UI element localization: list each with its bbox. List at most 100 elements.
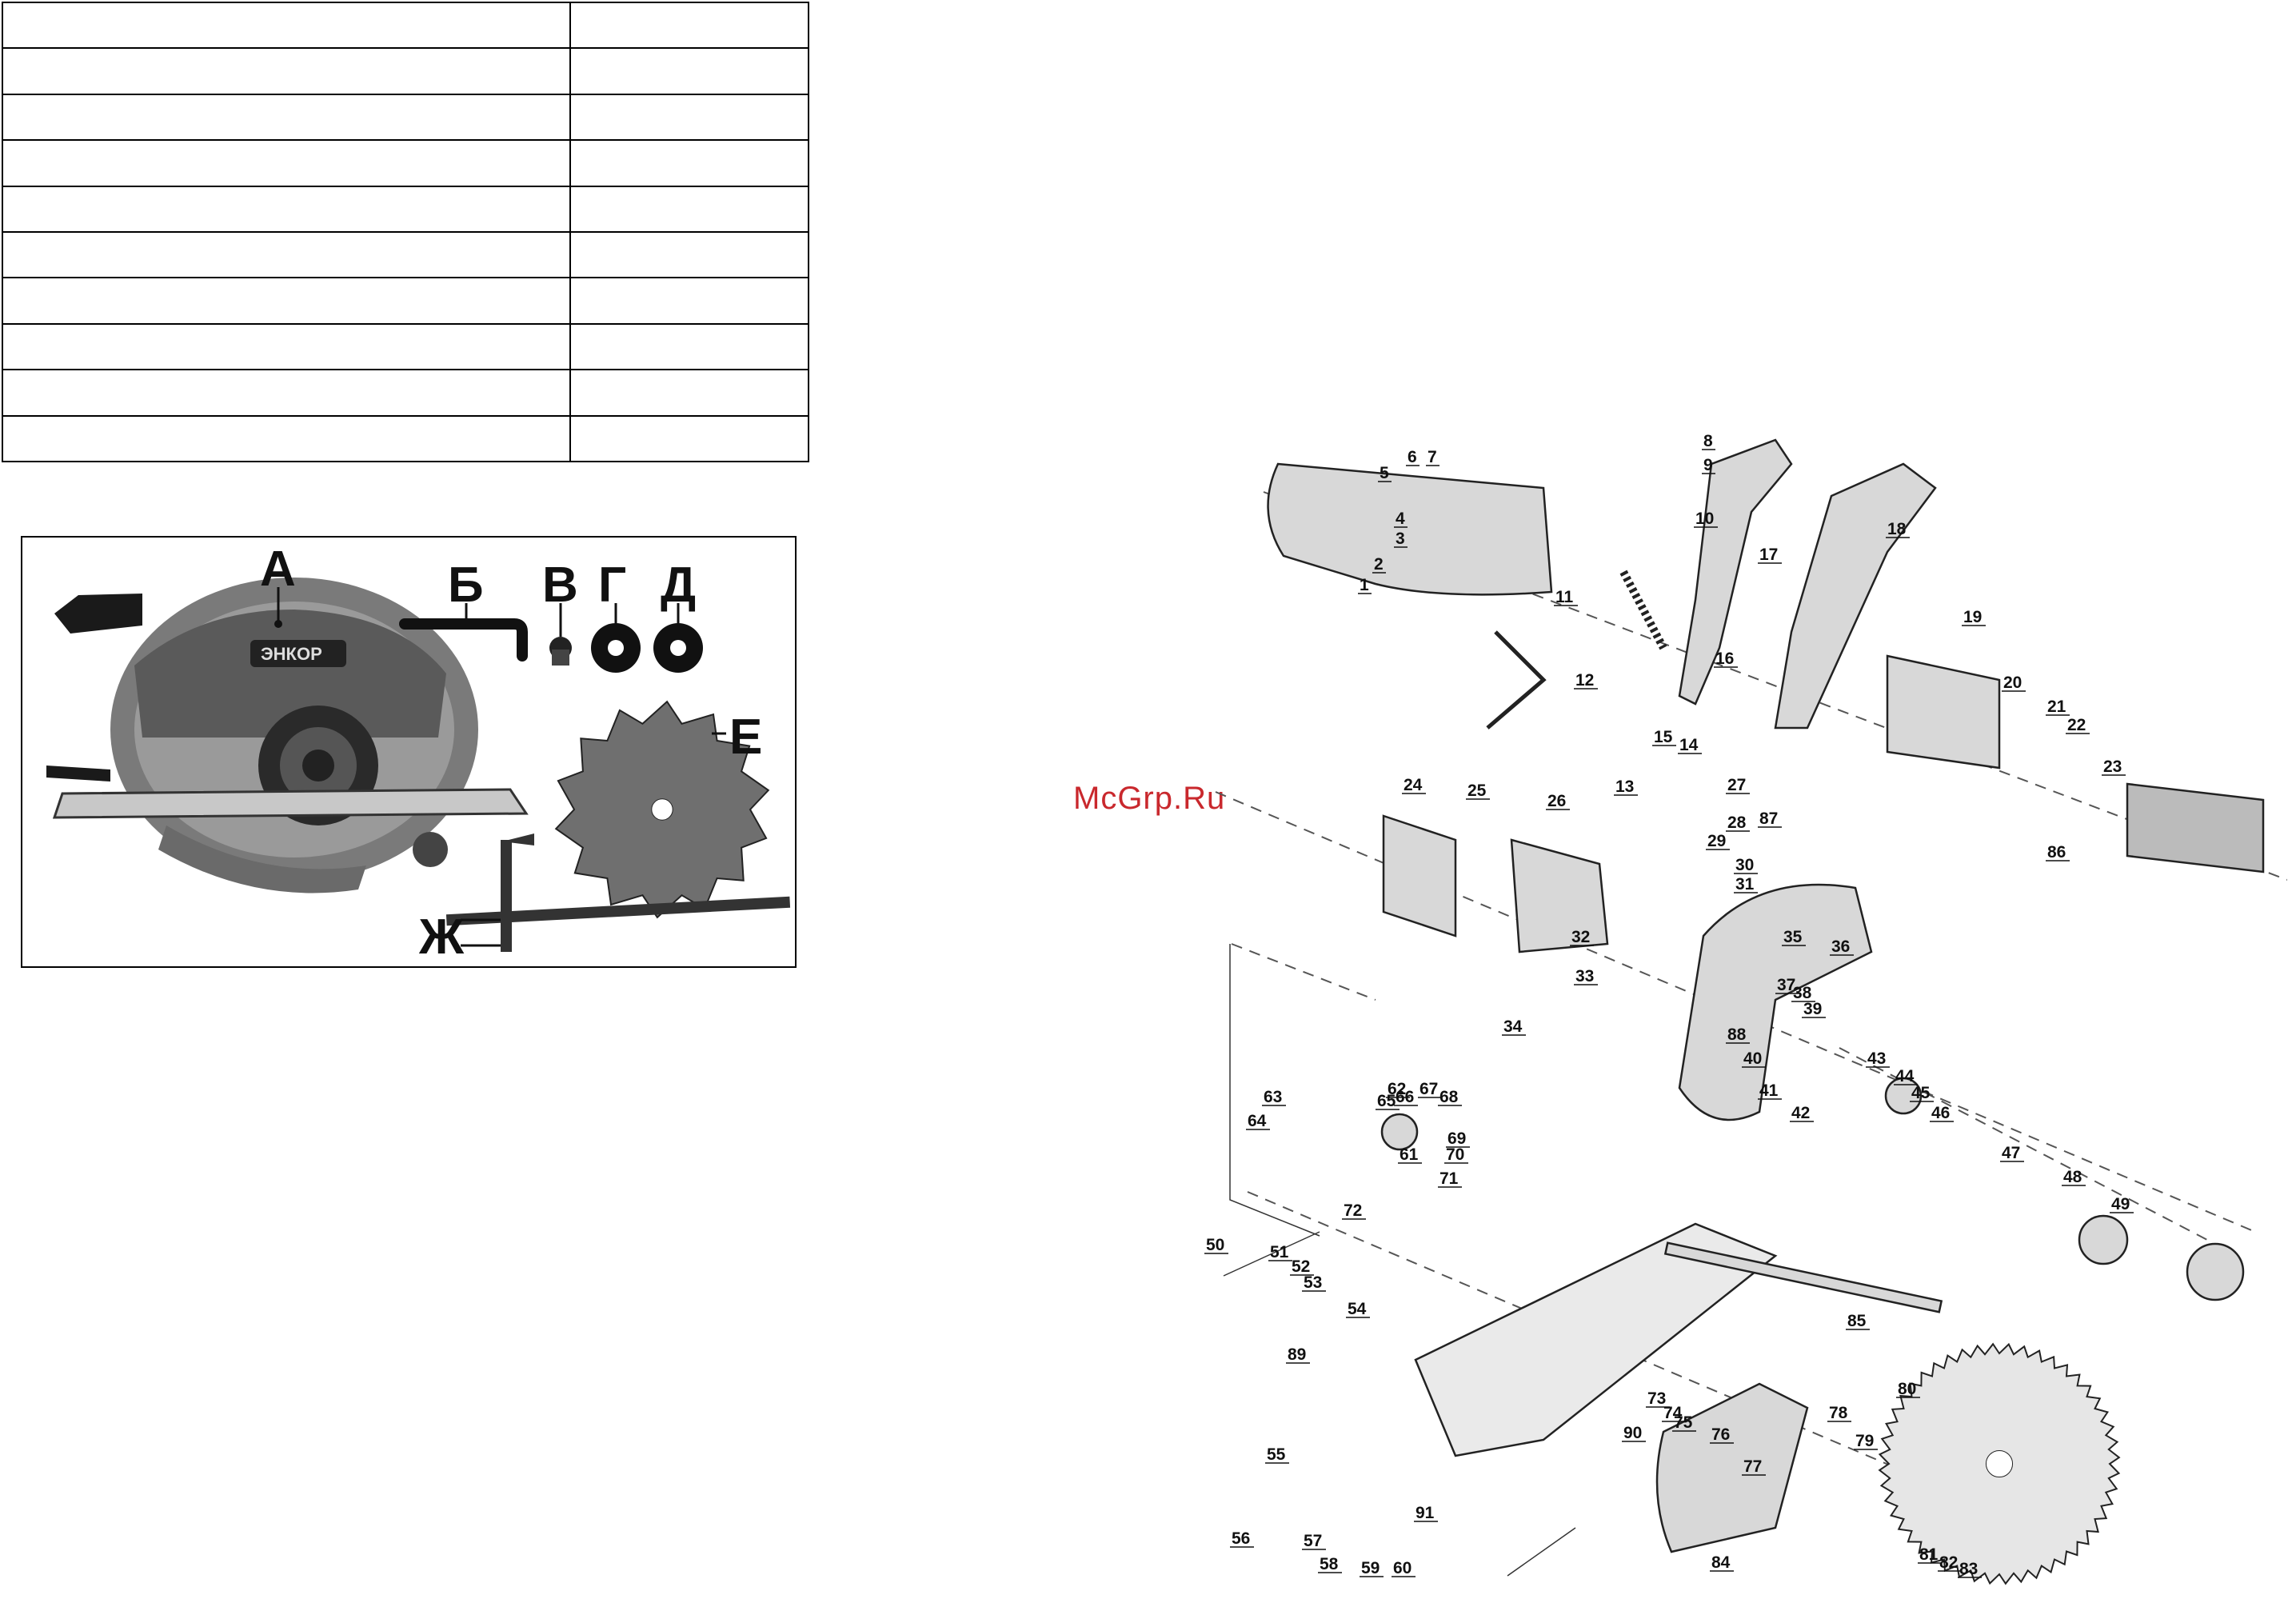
spec-value-cell xyxy=(569,1,809,50)
part-number-label: 12 xyxy=(1575,671,1594,690)
spec-table xyxy=(2,1,809,463)
part-number-label: 30 xyxy=(1735,856,1754,874)
part-number-label: 27 xyxy=(1727,776,1746,794)
part-number-label: 69 xyxy=(1447,1129,1466,1148)
spec-value-cell xyxy=(569,93,809,142)
part-number-label: 72 xyxy=(1344,1201,1362,1220)
watermark: McGrp.Ru xyxy=(1073,781,1226,816)
part-number-label: 73 xyxy=(1647,1389,1666,1408)
part-number-label: 6 xyxy=(1408,448,1417,466)
part-number-label: 59 xyxy=(1361,1559,1380,1577)
hex-key-image xyxy=(399,618,528,662)
spec-value-cell xyxy=(569,139,809,187)
part-number-label: 83 xyxy=(1959,1560,1978,1578)
part-number-label: 45 xyxy=(1911,1084,1931,1102)
part-number-label: 91 xyxy=(1416,1504,1435,1522)
spec-row xyxy=(2,414,809,463)
part-number-label: 14 xyxy=(1679,736,1699,754)
label-d: Д xyxy=(661,558,696,613)
bolt-image xyxy=(549,637,572,666)
spec-value-cell xyxy=(569,369,809,417)
part-number-label: 89 xyxy=(1288,1345,1306,1364)
part-number-label: 1 xyxy=(1360,576,1369,594)
part-number-label: 58 xyxy=(1320,1555,1339,1573)
part-number-label: 71 xyxy=(1439,1169,1459,1188)
spec-row xyxy=(2,47,809,95)
part-number-label: 24 xyxy=(1404,776,1423,794)
part-number-label: 74 xyxy=(1663,1404,1683,1422)
part-number-label: 41 xyxy=(1759,1081,1779,1100)
part-number-label: 80 xyxy=(1898,1380,1916,1398)
part-number-label: 36 xyxy=(1831,937,1850,956)
spec-param-cell xyxy=(2,47,571,95)
part-number-label: 63 xyxy=(1264,1088,1282,1106)
part-number-label: 16 xyxy=(1715,650,1734,668)
flange-outer-image xyxy=(653,623,703,673)
brand-logo: ЭНКОР xyxy=(261,644,322,664)
part-number-label: 28 xyxy=(1727,813,1747,832)
spec-row xyxy=(2,1,809,50)
flange-image xyxy=(591,623,641,673)
part-number-label: 31 xyxy=(1735,875,1755,893)
label-e: Е xyxy=(729,710,762,765)
spec-param-cell xyxy=(2,277,571,325)
part-number-label: 17 xyxy=(1759,546,1778,564)
part-number-label: 64 xyxy=(1248,1112,1267,1130)
part-number-label: 21 xyxy=(2047,698,2066,716)
part-number-label: 38 xyxy=(1793,984,1812,1002)
part-number-label: 53 xyxy=(1304,1273,1322,1292)
part-number-label: 46 xyxy=(1931,1104,1950,1122)
spec-value-cell xyxy=(569,322,809,371)
spec-param-cell xyxy=(2,414,571,463)
part-number-label: 44 xyxy=(1895,1067,1915,1085)
spec-value-cell xyxy=(569,230,809,279)
part-number-label: 40 xyxy=(1743,1049,1762,1068)
part-number-label: 51 xyxy=(1270,1243,1289,1261)
spec-row xyxy=(2,369,809,417)
part-number-label: 65 xyxy=(1377,1092,1396,1110)
part-number-label: 75 xyxy=(1674,1413,1693,1432)
kit-photo: ЭНКОР xyxy=(21,536,797,968)
part-number-label: 52 xyxy=(1292,1257,1310,1276)
part-number-label: 66 xyxy=(1396,1088,1414,1106)
label-a: А xyxy=(260,542,296,597)
part-number-label: 42 xyxy=(1791,1104,1810,1122)
spec-param-cell xyxy=(2,93,571,142)
part-number-label: 60 xyxy=(1393,1559,1412,1577)
part-number-label: 32 xyxy=(1571,928,1590,946)
part-number-label: 77 xyxy=(1743,1457,1762,1476)
part-number-label: 61 xyxy=(1400,1145,1419,1164)
kit-illustration: ЭНКОР xyxy=(46,542,791,965)
part-number-label: 9 xyxy=(1703,456,1713,474)
part-number-label: 55 xyxy=(1267,1445,1286,1464)
part-number-label: 37 xyxy=(1777,976,1795,994)
part-number-label: 76 xyxy=(1711,1425,1730,1444)
spec-value-cell xyxy=(569,277,809,325)
part-number-label: 11 xyxy=(1555,588,1574,606)
photo-leaders xyxy=(277,587,726,947)
part-number-label: 18 xyxy=(1887,520,1907,538)
label-b: Б xyxy=(448,558,484,613)
part-number-label: 67 xyxy=(1420,1080,1438,1098)
parallel-guide-image xyxy=(445,833,791,952)
part-number-label: 35 xyxy=(1783,928,1803,946)
part-number-label: 84 xyxy=(1711,1553,1731,1572)
spec-param-cell xyxy=(2,185,571,233)
part-number-label: 2 xyxy=(1374,555,1384,574)
part-number-label: 49 xyxy=(2111,1195,2130,1213)
part-number-label: 68 xyxy=(1439,1088,1459,1106)
part-number-label: 23 xyxy=(2103,758,2122,776)
part-number-label: 4 xyxy=(1396,510,1405,528)
spec-value-cell xyxy=(569,414,809,463)
part-number-label: 82 xyxy=(1939,1553,1958,1572)
part-number-label: 15 xyxy=(1654,728,1673,746)
spec-param-cell xyxy=(2,139,571,187)
part-number-label: 29 xyxy=(1707,832,1726,850)
part-number-label: 88 xyxy=(1727,1025,1747,1044)
part-number-label: 57 xyxy=(1304,1532,1322,1550)
part-number-label: 54 xyxy=(1348,1300,1367,1318)
spec-row xyxy=(2,139,809,187)
label-v: В xyxy=(542,558,578,613)
